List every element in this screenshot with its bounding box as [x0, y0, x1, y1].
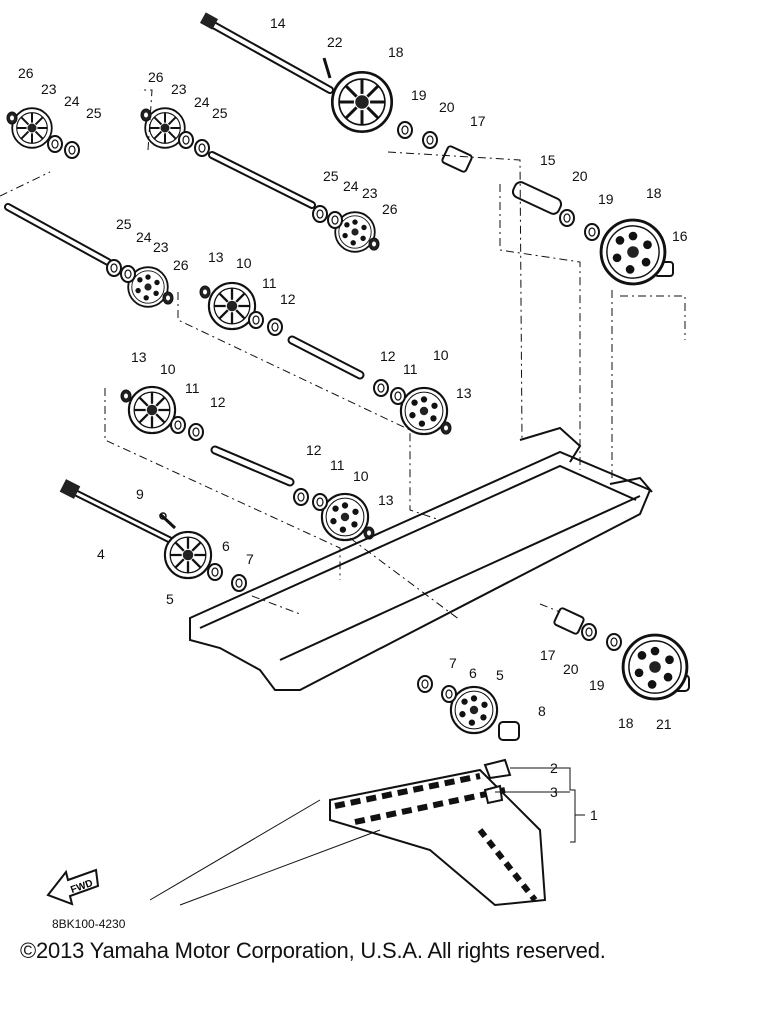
wheel-23-topleft — [11, 107, 53, 149]
callout-22: 22 — [327, 34, 343, 50]
callout-1: 1 — [590, 807, 598, 823]
callout-24-topleft: 24 — [64, 93, 80, 109]
callout-20-lower: 20 — [563, 661, 579, 677]
callout-12-a: 12 — [280, 291, 296, 307]
callout-5-left: 5 — [166, 591, 174, 607]
callout-6-right: 6 — [469, 665, 477, 681]
callout-23-topleft: 23 — [41, 81, 57, 97]
callout-13-c: 13 — [131, 349, 147, 365]
callout-26-topleft: 26 — [18, 65, 34, 81]
wheel-10-b — [399, 386, 449, 436]
callout-8: 8 — [538, 703, 546, 719]
callout-3: 3 — [550, 784, 558, 800]
shaft-mid-center — [287, 335, 365, 380]
callout-26-topmid: 26 — [148, 69, 164, 85]
wheel-5-right — [449, 685, 499, 735]
callout-24-left: 24 — [136, 229, 152, 245]
wheel-18-right — [599, 218, 667, 286]
callout-9: 9 — [136, 486, 144, 502]
callout-11-b: 11 — [403, 361, 418, 377]
callout-23-left: 23 — [153, 239, 169, 255]
callout-19-upper: 19 — [411, 87, 427, 103]
shaft-upper-mid — [208, 151, 316, 209]
shaft-lower-center — [210, 445, 295, 487]
callout-19-right: 19 — [598, 191, 614, 207]
callout-26-mid: 26 — [382, 201, 398, 217]
callout-23-mid: 23 — [362, 185, 378, 201]
callout-10-a: 10 — [236, 255, 252, 271]
callout-21: 21 — [656, 716, 672, 732]
callout-20-right: 20 — [572, 168, 588, 184]
callout-24-mid: 24 — [343, 178, 359, 194]
callout-17-upper: 17 — [470, 113, 486, 129]
shaft-upper-left — [4, 203, 112, 266]
drawing-code: 8BK100-4230 — [52, 917, 126, 931]
callout-25-topleft: 25 — [86, 105, 102, 121]
callout-6-left: 6 — [222, 538, 230, 554]
callout-12-d: 12 — [306, 442, 322, 458]
collar-15 — [511, 181, 563, 215]
wheel-10-a — [207, 281, 257, 331]
callout-25-left: 25 — [116, 216, 132, 232]
bolt-4 — [59, 479, 174, 544]
callout-10-b: 10 — [433, 347, 449, 363]
callout-10-c: 10 — [160, 361, 176, 377]
collar-17-upper — [441, 145, 473, 173]
shaft-14 — [199, 12, 334, 94]
callout-13-a: 13 — [208, 249, 224, 265]
wheel-10-d — [320, 492, 370, 542]
bracket-1 — [495, 767, 585, 843]
copyright-notice: ©2013 Yamaha Motor Corporation, U.S.A. A… — [20, 938, 606, 963]
callout-13-b: 13 — [456, 385, 472, 401]
callout-24-topmid: 24 — [194, 94, 210, 110]
callout-5-right: 5 — [496, 667, 504, 683]
callout-18-lower: 18 — [618, 715, 634, 731]
callout-12-c: 12 — [210, 394, 226, 410]
callout-19-lower: 19 — [589, 677, 605, 693]
callout-11-a: 11 — [262, 275, 277, 291]
callout-20-upper: 20 — [439, 99, 455, 115]
callout-25-topmid: 25 — [212, 105, 228, 121]
callout-17-lower: 17 — [540, 647, 556, 663]
fwd-arrow-icon: FWD — [46, 868, 100, 906]
callout-labels: 1 2 3 4 5 5 6 6 7 7 8 9 10 10 10 10 11 1… — [18, 15, 688, 823]
callout-11-c: 11 — [185, 380, 200, 396]
wheel-18-lower — [621, 633, 689, 701]
callout-23-topmid: 23 — [171, 81, 187, 97]
callout-25-mid: 25 — [323, 168, 339, 184]
track — [149, 758, 547, 907]
callout-16: 16 — [672, 228, 688, 244]
callout-2: 2 — [550, 760, 558, 776]
callout-11-d: 11 — [330, 457, 345, 473]
slide-rail — [189, 426, 653, 691]
wheel-18-upper — [330, 70, 394, 134]
callout-10-d: 10 — [353, 468, 369, 484]
collar-17-lower — [553, 607, 585, 635]
callout-7-left: 7 — [246, 551, 254, 567]
callout-13-d: 13 — [378, 492, 394, 508]
callout-14: 14 — [270, 15, 286, 31]
nut-8 — [498, 721, 520, 741]
pin-9 — [158, 512, 177, 530]
pin-22 — [322, 57, 332, 79]
callout-18-right: 18 — [646, 185, 662, 201]
callout-18-upper: 18 — [388, 44, 404, 60]
wheel-5-left — [163, 530, 213, 580]
callout-12-b: 12 — [380, 348, 396, 364]
callout-26-left: 26 — [173, 257, 189, 273]
callout-15: 15 — [540, 152, 556, 168]
callout-7-right: 7 — [449, 655, 457, 671]
callout-4: 4 — [97, 546, 105, 562]
wheel-10-c — [127, 385, 177, 435]
